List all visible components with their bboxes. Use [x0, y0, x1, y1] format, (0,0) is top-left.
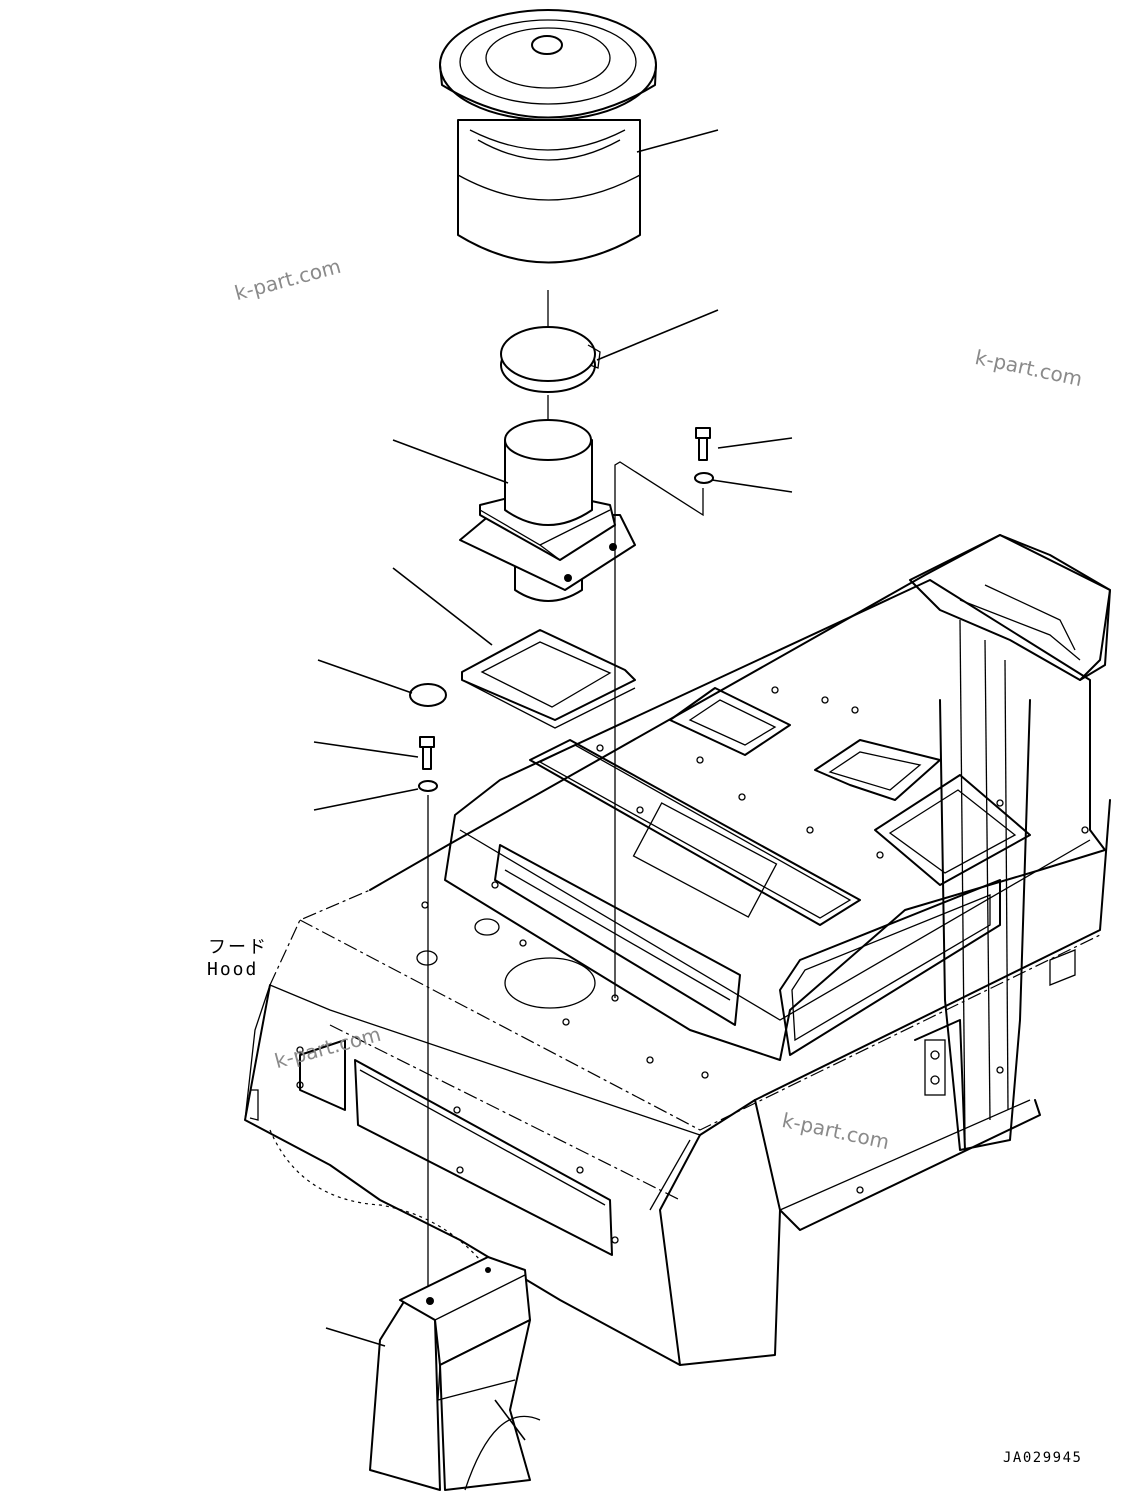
drawing-code: JA029945	[1003, 1450, 1083, 1466]
hood-label-english: Hood	[207, 959, 259, 980]
pre-cleaner	[439, 9, 657, 264]
bolt-right	[695, 427, 711, 461]
gasket	[461, 629, 636, 729]
leader-lines	[313, 129, 793, 1441]
hood-label-japanese: フード	[208, 937, 268, 958]
bracket	[369, 1256, 541, 1491]
washer-left	[418, 780, 438, 792]
intake-adapter	[459, 419, 636, 602]
washer-right	[694, 472, 714, 484]
plug	[409, 683, 447, 707]
hood-assembly	[244, 534, 1111, 1366]
hose-clamp	[500, 326, 601, 393]
bolt-left	[419, 736, 435, 770]
